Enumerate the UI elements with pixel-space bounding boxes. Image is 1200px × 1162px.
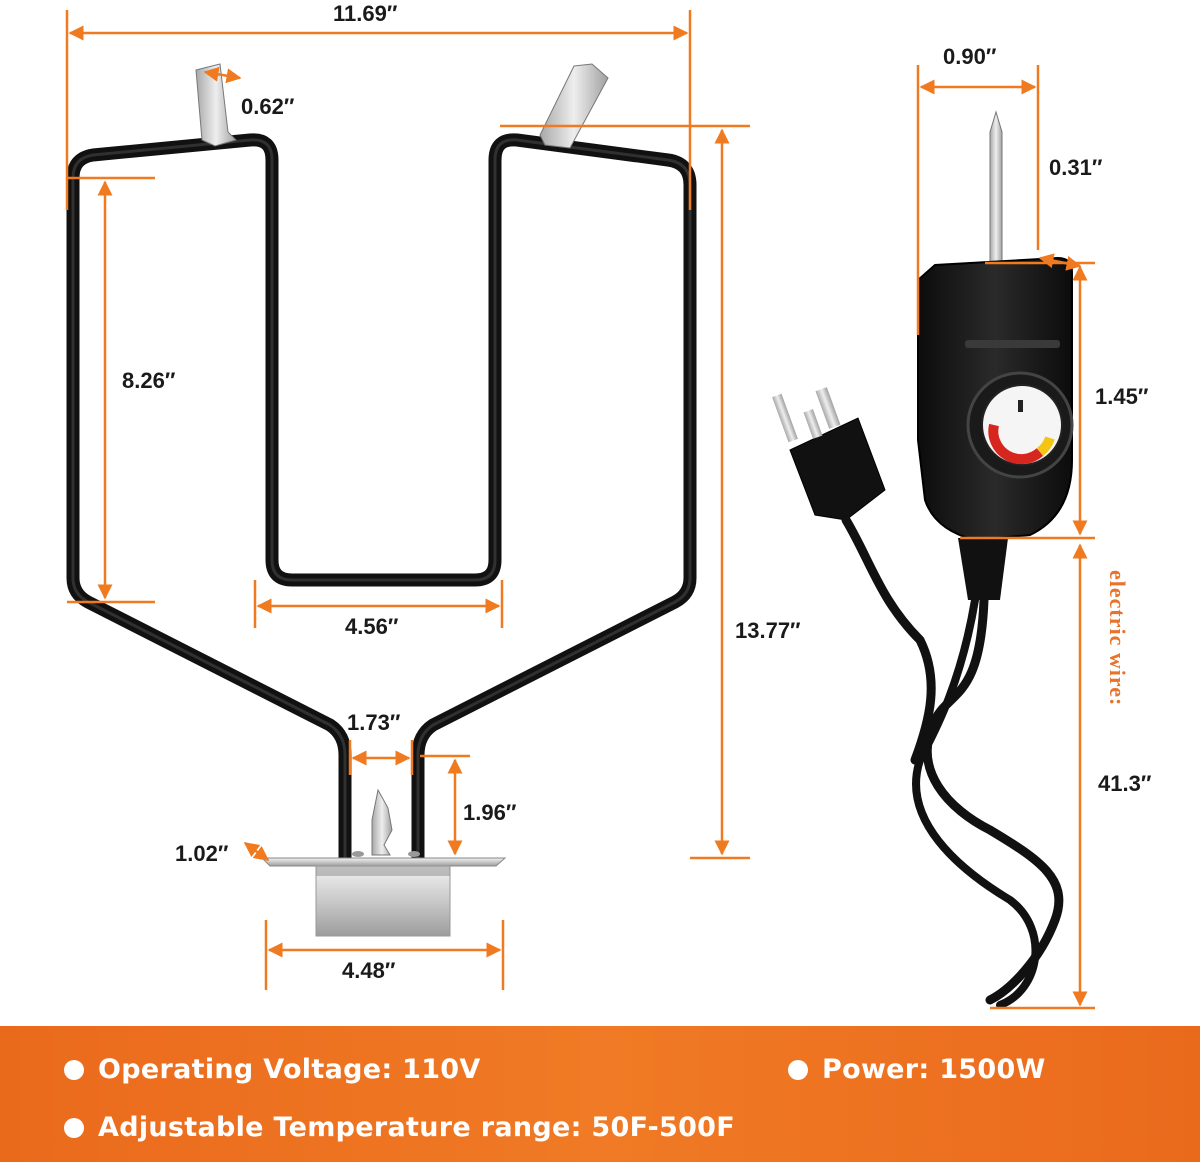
temperature-spec-text: Adjustable Temperature range: 50F-500F <box>98 1112 735 1143</box>
inner-width-label: 4.56″ <box>345 614 399 639</box>
power-spec: Power: 1500W <box>788 1054 1046 1085</box>
dimension-lines <box>65 10 1095 1010</box>
voltage-spec: Operating Voltage: 110V <box>64 1054 481 1085</box>
total-height-label: 13.77″ <box>735 618 801 643</box>
bracket-width-label: 0.62″ <box>241 94 295 119</box>
plate-depth-label: 1.02″ <box>175 841 229 866</box>
spec-banner: Operating Voltage: 110V Power: 1500W Adj… <box>0 1026 1200 1162</box>
bullet-icon <box>64 1059 84 1080</box>
controller-height-label: 1.45″ <box>1095 384 1149 409</box>
leg-height-label: 1.96″ <box>463 800 517 825</box>
overall-width-label: 11.69″ <box>333 1 398 26</box>
cord-label: electric wire: <box>1105 570 1130 707</box>
left-bracket <box>195 63 237 147</box>
controller-width-label: 0.90″ <box>943 44 997 69</box>
power-plug <box>772 387 936 765</box>
temperature-controller <box>912 110 1074 1009</box>
power-spec-text: Power: 1500W <box>822 1054 1046 1085</box>
temperature-spec: Adjustable Temperature range: 50F-500F <box>64 1112 735 1143</box>
inner-height-label: 8.26″ <box>122 368 176 393</box>
product-diagram: 11.69″ 0.62″ 8.26″ 4.56″ 13.77″ 1.73″ 1.… <box>65 1 1152 1010</box>
probe-diameter-label: 0.31″ <box>1049 155 1103 180</box>
mounting-plate <box>260 788 507 937</box>
cord-length-label: 41.3″ <box>1098 771 1152 796</box>
leg-gap-label: 1.73″ <box>347 710 401 735</box>
temperature-dial <box>966 371 1074 479</box>
bullet-icon <box>788 1059 808 1080</box>
right-bracket <box>539 63 609 149</box>
product-illustration <box>65 10 1095 1010</box>
bullet-icon <box>64 1117 84 1138</box>
heating-element <box>66 133 697 865</box>
voltage-spec-text: Operating Voltage: 110V <box>98 1054 481 1085</box>
plate-width-label: 4.48″ <box>342 958 396 983</box>
